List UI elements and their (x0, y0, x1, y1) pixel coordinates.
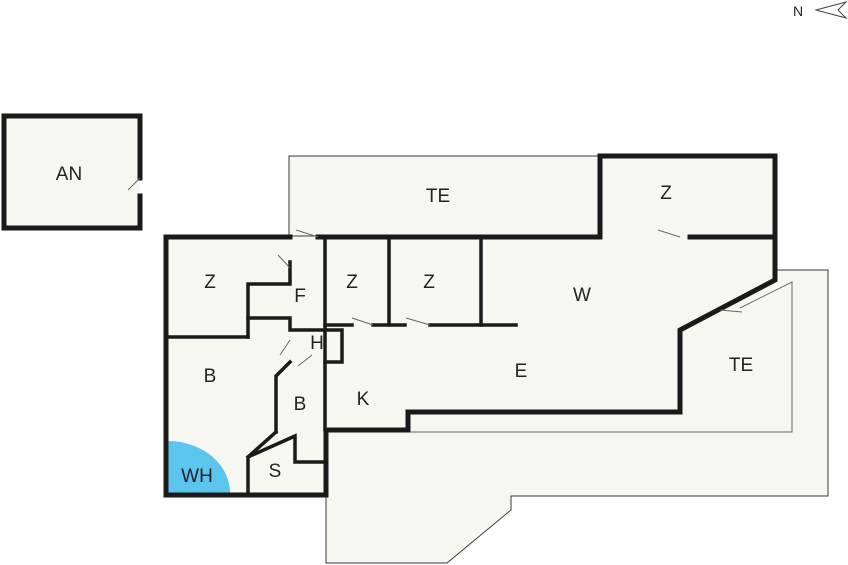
room-label-bath-small: B (294, 394, 307, 415)
room-label-whirlpool: WH (181, 466, 213, 487)
terrace-inner-line (410, 281, 793, 433)
compass-label: N (793, 3, 803, 19)
room-label-terrace-top: TE (426, 186, 450, 207)
room-label-storage: S (269, 461, 282, 482)
main-house (163, 229, 778, 498)
room-label-bedroom-mid2: Z (423, 272, 435, 293)
whirlpool-shape (168, 441, 230, 493)
room-labels: AN TE Z Z F Z Z W E TE B H B K S WH (56, 164, 753, 487)
annex-building (1, 113, 143, 231)
room-label-annex: AN (56, 164, 82, 185)
room-label-bedroom-left: Z (204, 272, 216, 293)
room-label-hall: F (294, 286, 306, 307)
room-label-kitchen: K (357, 389, 370, 410)
bedroom-top-right-block (597, 153, 778, 241)
room-label-living: W (573, 285, 591, 306)
room-label-dining: E (515, 361, 528, 382)
north-compass: N (793, 1, 848, 19)
room-label-bath-left: B (204, 366, 217, 387)
room-label-bedroom-top-right: Z (660, 183, 672, 204)
room-label-bedroom-mid1: Z (346, 272, 358, 293)
terrace-outlines (288, 155, 829, 564)
compass-arrow-icon (814, 1, 848, 19)
room-label-terrace-right: TE (729, 355, 753, 376)
room-label-h: H (310, 333, 324, 354)
